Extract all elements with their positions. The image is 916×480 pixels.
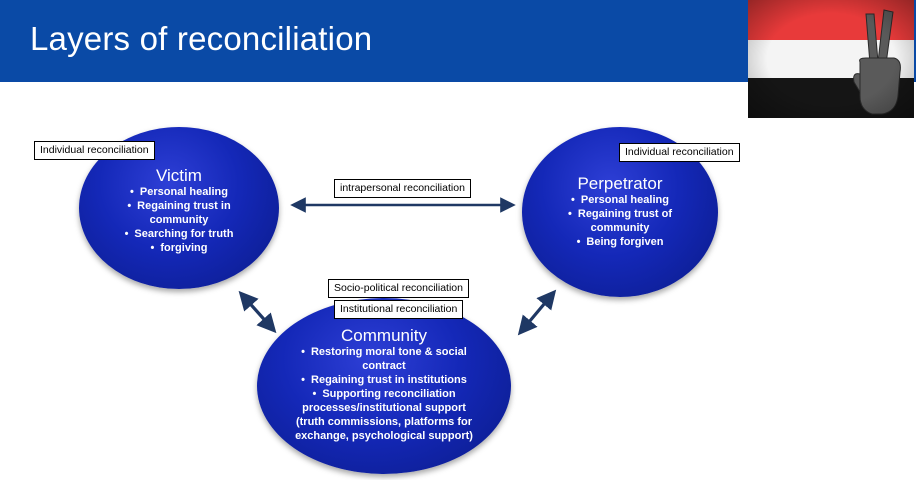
list-item: contract xyxy=(362,360,406,372)
list-item: community xyxy=(590,222,650,234)
list-item-text: Regaining trust in xyxy=(137,200,231,212)
list-item: Personal healing xyxy=(522,193,718,207)
community-title: Community xyxy=(341,326,427,345)
list-item: Restoring moral tone & social xyxy=(257,345,511,359)
list-item: Regaining trust of xyxy=(522,207,718,221)
list-item: Regaining trust in institutions xyxy=(257,373,511,387)
slide-title: Layers of reconciliation xyxy=(30,20,373,57)
victim-title: Victim xyxy=(156,166,202,185)
victim-individual-label: Individual reconciliation xyxy=(34,141,155,160)
community-list: Restoring moral tone & social contract R… xyxy=(257,345,511,443)
intrapersonal-label: intrapersonal reconciliation xyxy=(334,179,471,198)
list-item: Supporting reconciliation xyxy=(257,387,511,401)
perpetrator-list: Personal healing Regaining trust of comm… xyxy=(522,193,718,249)
list-item: Searching for truth xyxy=(79,227,279,241)
list-item: community xyxy=(149,214,209,226)
socio-political-label: Socio-political reconciliation xyxy=(328,279,469,298)
victim-list: Personal healing Regaining trust in comm… xyxy=(79,185,279,255)
perpetrator-individual-label: Individual reconciliation xyxy=(619,143,740,162)
peace-sign-flag-icon xyxy=(748,0,914,118)
list-item: Regaining trust in xyxy=(79,199,279,213)
list-item: (truth commissions, platforms for xyxy=(295,416,473,428)
list-item: Being forgiven xyxy=(522,235,718,249)
list-item: Personal healing xyxy=(79,185,279,199)
perpetrator-community-arrow xyxy=(517,289,557,336)
victim-community-arrow xyxy=(238,290,277,334)
list-item: forgiving xyxy=(79,241,279,255)
perpetrator-title: Perpetrator xyxy=(577,174,663,193)
community-ellipse: Community Restoring moral tone & social … xyxy=(257,298,511,474)
institutional-label: Institutional reconciliation xyxy=(334,300,464,319)
list-item: exchange, psychological support) xyxy=(295,430,473,442)
list-item: processes/institutional support xyxy=(302,402,466,414)
